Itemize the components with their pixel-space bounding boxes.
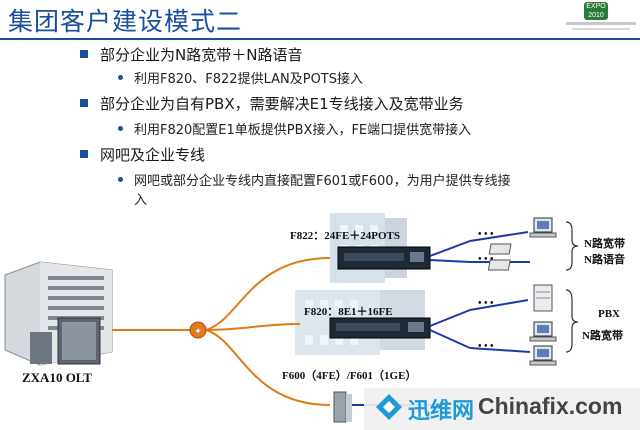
bullet-marker <box>80 50 88 58</box>
f822-label: F822：24FE＋24POTS <box>290 230 401 242</box>
sub-bullet-text-cont: 入 <box>134 193 148 208</box>
sub-bullet-text: 利用F820、F822提供LAN及POTS接入 <box>134 72 364 87</box>
ellipsis-2: • • • <box>478 254 494 265</box>
f822-device <box>337 246 431 270</box>
group-brackets <box>565 221 579 353</box>
f600-device <box>333 391 352 423</box>
bullet-text: 部分企业为自有PBX，需要解决E1专线接入及宽带业务 <box>100 95 464 113</box>
svg-text:✦: ✦ <box>194 327 202 337</box>
bullet-text: 网吧及企业专线 <box>100 146 206 164</box>
pc-terminal-1 <box>529 217 557 238</box>
phone-terminal-2 <box>487 259 511 271</box>
watermark-en-text: Chinafix.com <box>478 393 623 419</box>
bullet-marker <box>80 150 88 158</box>
pbx-terminal <box>533 284 553 312</box>
fiber-links <box>112 257 331 406</box>
olt-building-graphic <box>4 261 113 366</box>
expo-logo: EXPO 2010 <box>566 2 636 34</box>
ellipsis-3: • • • <box>478 298 494 309</box>
olt-label: ZXA10 OLT <box>22 370 92 385</box>
watermark-cn-text: 迅维网 <box>408 399 475 424</box>
f600-label: F600（4FE）/F601（1GE） <box>282 370 417 382</box>
sub-bullet-text: 利用F820配置E1单板提供PBX接入，FE端口提供宽带接入 <box>134 123 472 138</box>
f820-label: F820：8E1＋16FE <box>304 306 393 318</box>
network-diagram: ✦ <box>4 213 579 423</box>
watermark-logo-icon <box>376 394 402 420</box>
title-divider <box>0 38 640 40</box>
group2-pbx: PBX <box>598 308 620 320</box>
phone-terminal-1 <box>488 243 512 255</box>
ellipsis-1: • • • <box>478 229 494 240</box>
splitter-icon: ✦ <box>189 321 207 339</box>
sub-bullet-text: 网吧或部分企业专线内直接配置F601或F600，为用户提供专线接 <box>134 174 511 189</box>
sub-bullet-marker <box>118 177 123 182</box>
group2-broadband: N路宽带 <box>582 330 623 342</box>
logo-caption-bar-2 <box>572 28 630 30</box>
slide-title: 集团客户建设模式二 <box>8 7 243 36</box>
pc-terminal-2 <box>529 321 557 342</box>
group1-voice: N路语音 <box>584 254 625 266</box>
bullet-text: 部分企业为N路宽带＋N路语音 <box>100 46 303 64</box>
logo-caption-bar <box>566 22 636 25</box>
group1-broadband: N路宽带 <box>584 238 625 250</box>
pc-terminal-3 <box>529 345 557 366</box>
watermark-banner <box>364 388 640 430</box>
bullet-marker <box>80 99 88 107</box>
f820-device <box>329 317 431 339</box>
expo-badge: EXPO 2010 <box>584 2 608 20</box>
sub-bullet-marker <box>118 75 123 80</box>
ellipsis-4: • • • <box>478 341 494 352</box>
sub-bullet-marker <box>118 126 123 131</box>
